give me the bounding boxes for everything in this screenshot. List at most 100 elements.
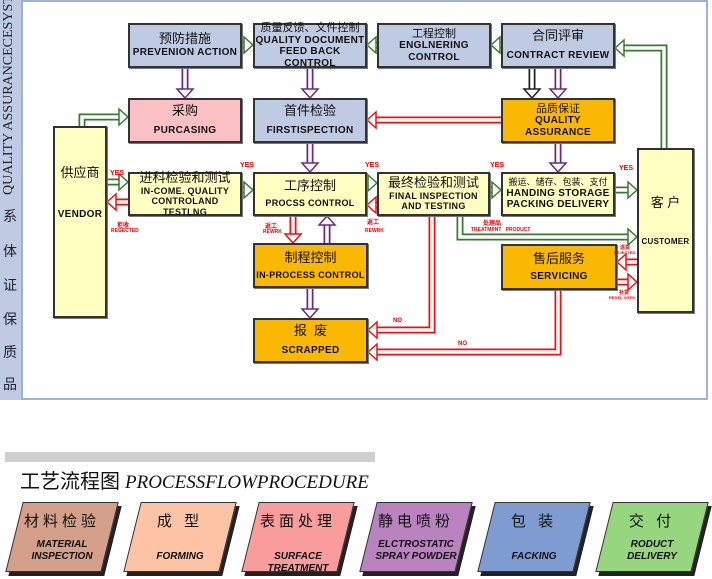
box-en: QUALITY DOCUMENT	[255, 34, 365, 46]
yes-label: YES	[110, 170, 125, 177]
box-en: FIRSTISPECTION	[266, 125, 354, 137]
process-control-box: 工序控制 PROCSS CONTROL	[253, 172, 367, 216]
flow-arrow	[300, 143, 320, 174]
box-cn: 最终检验和测试	[387, 175, 479, 191]
rework-label-cn: 返工	[265, 224, 278, 230]
box-en: PACKING DELIVERY	[506, 199, 610, 211]
procedure-title-cn: 工艺流程图	[20, 471, 120, 493]
step-en: SURFACE TREATMENT	[250, 539, 346, 575]
customer-box: 客 户 CUSTOMER	[637, 148, 694, 313]
box-en: ENGLNERING	[399, 40, 469, 52]
process-step: 表面处理 SURFACE TREATMENT	[241, 502, 355, 575]
redeliver-label-cn: 补货	[619, 290, 630, 296]
step-en-line1: RODUCT	[630, 539, 674, 550]
redeliver-label-en: REDEL IVERY	[609, 295, 636, 300]
sidebar: QUALITY ASSURANCECESYSTEM 系 体 证 保 质 品	[0, 0, 23, 400]
box-en: CONTROL	[408, 51, 460, 63]
step-cn: 静电喷粉	[377, 513, 454, 530]
engineering-control-box: 工程控制 ENGLNERING CONTROL	[377, 23, 491, 68]
step-en-line2: DELIVERY	[627, 551, 677, 562]
box-en: ASSURANCE	[524, 126, 592, 138]
box-cn: 采购	[171, 103, 198, 119]
rework-label-en: REWRK	[365, 228, 384, 234]
procedure-title-en: PROCESSFLOWPROCEDURE	[125, 472, 369, 493]
no-label: NO	[458, 341, 467, 347]
treatment-label-en: TREATMPNT PRODUCT	[471, 227, 531, 233]
box-en: CONTRACT REVIEW	[506, 50, 610, 62]
flow-arrows	[78, 35, 668, 362]
box-cn: 制程控制	[284, 249, 337, 265]
process-step: 包 装 FACKING	[477, 502, 591, 572]
sidebar-char: 质	[3, 346, 17, 361]
box-cn: 质量反馈、文件控制	[260, 21, 360, 34]
flow-arrow	[456, 216, 639, 247]
box-en: QUALITY	[535, 115, 581, 127]
box-cn: 品质保证	[536, 102, 580, 115]
box-cn: 工程控制	[412, 27, 456, 40]
purchasing-box: 采购 PURCASING	[128, 98, 242, 143]
step-cn: 包 装	[510, 513, 558, 530]
step-cn: 材料检验	[23, 513, 100, 530]
box-en: AND TESTING	[401, 201, 466, 212]
flow-arrow	[242, 35, 255, 55]
process-step: 成 型 FORMING	[123, 502, 237, 572]
yes-label: YES	[490, 162, 505, 169]
step-cn: 成 型	[156, 513, 204, 530]
vendor-box: 供应商 VENDOR	[53, 126, 107, 318]
quality-assurance-box: 品质保证 QUALITY ASSURANCE	[501, 98, 615, 143]
step-cn: 表面处理	[259, 513, 336, 530]
sidebar-char: 体	[3, 245, 17, 260]
in-process-control-box: 制程控制 IN-PROCESS CONTROL	[253, 243, 368, 288]
box-cn: 工序控制	[283, 178, 336, 194]
box-cn: 供应商	[60, 165, 100, 180]
handling-delivery-box: 搬运、储存、包装、支付 HANDING STORAGE PACKING DELI…	[501, 172, 615, 216]
first-inspection-box: 首件检验 FIRSTISPECTION	[253, 98, 367, 143]
final-inspection-box: 最终检验和测试 FINAL INSPECTION AND TESTING	[377, 172, 490, 216]
flow-arrow	[300, 288, 320, 320]
reject-label-cn: 拒收	[117, 223, 130, 229]
sidebar-char: 证	[3, 279, 17, 294]
flow-arrow	[107, 172, 130, 192]
flow-arrow	[617, 272, 639, 292]
flow-arrow	[522, 68, 542, 100]
contract-review-box: 合同评审 CONTRACT REVIEW	[501, 23, 615, 68]
step-en-line1: MATERIAL	[36, 539, 88, 550]
sidebar-char: 品	[3, 378, 17, 393]
box-cn: 售后服务	[532, 250, 585, 266]
servicing-box: 售后服务 SERVICING	[501, 244, 617, 290]
yes-label: YES	[240, 162, 255, 169]
flow-arrow	[317, 214, 337, 243]
box-en: FINAL INSPECTION	[389, 191, 478, 202]
flow-arrow	[365, 35, 377, 55]
return-label-en: REJECTED	[614, 250, 636, 255]
flow-arrow	[615, 252, 637, 272]
flow-arrow	[548, 68, 568, 100]
box-en: HANDING STORAGE	[506, 187, 610, 199]
box-en: FEED BACK CONTROL	[279, 46, 341, 69]
box-en: SERVICING	[530, 270, 588, 282]
flow-arrow	[490, 180, 503, 200]
flow-arrow	[366, 216, 436, 340]
rework-label-cn: 返工	[367, 220, 380, 226]
step-en-line2: SPRAY POWDER	[375, 551, 457, 562]
box-cn: 报 废	[293, 323, 328, 339]
box-cn: 预防措施	[158, 31, 211, 47]
divider-bar	[5, 452, 375, 462]
box-en: PREVENION ACTION	[132, 47, 238, 59]
flow-arrow	[489, 35, 501, 55]
flow-arrow	[365, 195, 377, 215]
flow-arrow	[105, 192, 128, 212]
procedure-title: 工艺流程图 PROCESSFLOWPROCEDURE	[20, 465, 369, 494]
sidebar-char: 保	[3, 313, 17, 328]
box-en: IN-COME. QUALITY	[140, 185, 230, 196]
box-en: PROCSS CONTROL	[265, 198, 355, 209]
step-cn: 交 付	[628, 513, 676, 530]
box-cn: 进科检验和测试	[139, 170, 231, 186]
incoming-inspection-box: 进科检验和测试 IN-COME. QUALITY CONTROLAND TEST…	[128, 170, 242, 217]
box-en: VENDOR	[57, 208, 103, 220]
